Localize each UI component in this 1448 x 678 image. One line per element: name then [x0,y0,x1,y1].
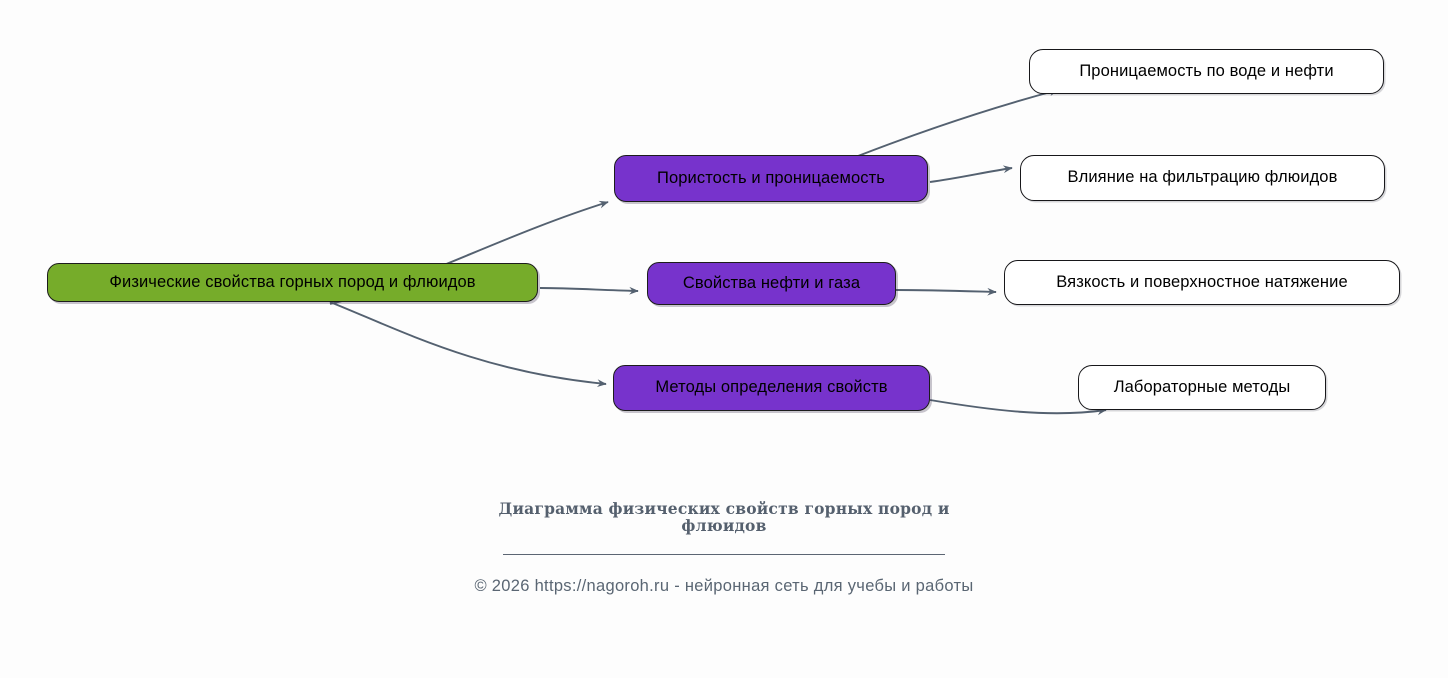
node-branch-porosity-permeability[interactable]: Пористость и проницаемость [614,155,928,202]
node-branch-label: Методы определения свойств [655,378,888,397]
node-leaf-fluid-filtration-influence[interactable]: Влияние на фильтрацию флюидов [1020,155,1385,201]
footer-copyright: © 2026 https://nagoroh.ru - нейронная се… [474,577,974,595]
node-leaf-permeability-water-oil[interactable]: Проницаемость по воде и нефти [1029,49,1384,94]
edge-porosity-to-filtration [929,165,1013,183]
node-leaf-label: Лабораторные методы [1113,377,1291,396]
node-branch-label: Свойства нефти и газа [682,273,861,292]
node-leaf-laboratory-methods[interactable]: Лабораторные методы [1078,365,1326,410]
node-leaf-label: Проницаемость по воде и нефти [1079,61,1334,80]
footer: Диаграмма физических свойств горных поро… [0,500,1448,596]
node-leaf-viscosity-surface-tension[interactable]: Вязкость и поверхностное натяжение [1004,260,1400,305]
node-branch-label: Пористость и проницаемость [657,168,885,187]
edge-porosity-to-permeability-water-oil [857,88,1059,157]
node-root-label: Физические свойства горных пород и флюид… [109,272,476,291]
edge-root-to-oilgas [539,286,639,295]
node-branch-oil-gas-properties[interactable]: Свойства нефти и газа [647,262,896,305]
node-branch-measurement-methods[interactable]: Методы определения свойств [613,365,930,411]
footer-divider [503,554,945,555]
node-leaf-label: Вязкость и поверхностное натяжение [1056,272,1348,291]
footer-title: Диаграмма физических свойств горных поро… [498,499,950,535]
node-leaf-label: Влияние на фильтрацию флюидов [1067,168,1338,187]
edge-root-to-methods [329,301,607,388]
edge-oilgas-to-viscosity [895,287,997,296]
node-root-physical-properties[interactable]: Физические свойства горных пород и флюид… [47,263,538,302]
